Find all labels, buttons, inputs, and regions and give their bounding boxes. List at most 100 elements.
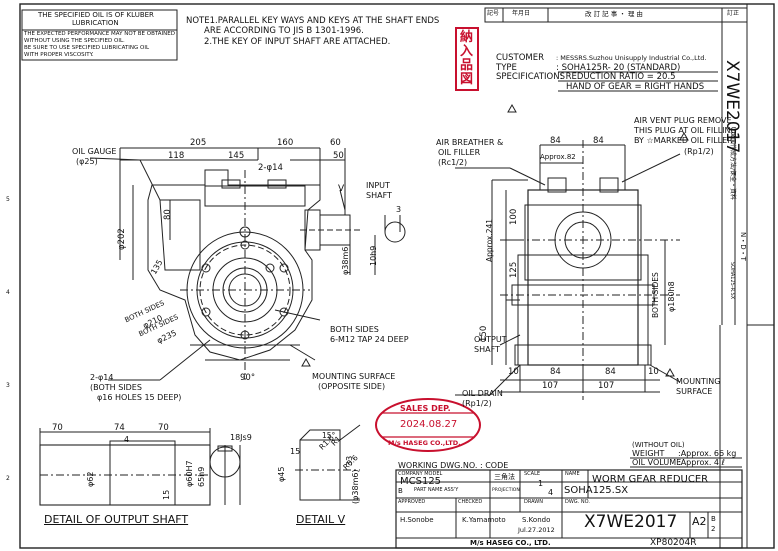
approved-header: APPROVED [398,499,426,505]
detail-dim-74: 74 [114,423,125,433]
type-label: TYPE [496,63,517,73]
vent-note-2: THIS PLUG AT OIL FILLING [634,126,737,135]
holes-note-c: φ16 HOLES 15 DEEP) [97,393,182,402]
holes-note-a: 2-φ14 [90,373,114,382]
dim-38m6: φ38m6 [341,246,350,275]
dim-107-right: 107 [598,381,615,391]
lube-line-4: WITHOUT USING THE SPECIFIED OIL. [24,38,125,44]
oil-drain-2: (Rp1/2) [462,399,492,408]
tap-note: 6-M12 TAP 24 DEEP [330,335,409,344]
model-b: B [398,487,403,495]
lube-line-1: THE SPECIFIED OIL IS OF KLUBER [38,11,154,19]
detail-dim-65h9: 65h9 [197,466,206,487]
dim-118: 118 [168,151,185,161]
dim-both-sides-side: BOTH SIDES [651,272,660,318]
sheet-b: 2 [711,525,716,533]
air-breather-2: OIL FILLER [438,148,481,157]
rev-content-header: 改 訂 記 事 ・ 理 由 [585,10,643,18]
side-note-3: SOHA125-R.SX [729,262,735,300]
oil-drain-1: OIL DRAIN [462,389,503,398]
name-header: NAME [565,471,580,477]
checked-name: K.Yamamoto [462,516,506,524]
dim-approx-241: Approx.241 [485,218,494,262]
product-code: SOHA125.SX [564,485,629,496]
dwg-number: X7WE2017 [584,512,678,532]
holes-note-b: (BOTH SIDES [90,383,142,392]
detail-v-title: DETAIL V [296,513,346,526]
model-value: MCS125 [400,476,442,487]
dim-107-left: 107 [542,381,559,391]
dim-100: 100 [509,208,519,225]
vent-note-3: BY ☆MARKED OIL FILLER [634,136,733,145]
input-shaft-label-1: INPUT [366,181,390,190]
detail-v-45: φ45 [277,466,286,482]
angle-90: 90° [240,373,256,383]
sales-stamp-bottom: M/s HASEG CO.,LTD. [388,439,461,447]
customer-label: CUSTOMER [496,53,545,63]
spec-value: : REDUCTION RATIO = 20.5 [560,72,676,82]
xp-number: XP80204R [650,538,697,548]
dim-84-bottom-left: 84 [550,367,561,377]
front-mounting-1: MOUNTING SURFACE [312,372,396,381]
oil-volume-value: :Approx. 4 ℓ [678,458,725,467]
approved-name: H.Sonobe [400,516,434,524]
hand-value: HAND OF GEAR = RIGHT HANDS [566,82,705,92]
detail-v-15: 15 [290,447,301,456]
note-2: 2.THE KEY OF INPUT SHAFT ARE ATTACHED. [204,37,391,47]
detail-v-15deg: 15° [322,431,336,440]
detail-v-38m6: (φ38m6) [351,469,360,504]
detail-dim-4: 4 [124,435,130,444]
dim-3: 3 [396,205,402,214]
company-name: M/s HASEG CO., LTD. [470,539,551,547]
dim-180h8: φ180h8 [667,281,676,312]
dim-205: 205 [190,138,207,148]
sheet-a: B [711,515,716,523]
front-mounting-2: (OPPOSITE SIDE) [318,382,386,391]
v-mark: V [338,184,345,194]
margin-mark-4: 4 [6,289,10,296]
dim-10-right: 10 [648,367,659,377]
output-shaft-1: OUTPUT [474,335,507,344]
oil-gauge-label: OIL GAUGE [72,147,117,156]
dim-125: 125 [509,261,519,278]
vent-note-4: (Rp1/2) [684,147,714,156]
lube-line-3: THE EXPECTED PERFORMANCE MAY NOT BE OBTA… [24,31,176,37]
lube-line-2: LUBRICATION [72,19,119,27]
dim-145: 145 [228,151,245,161]
dim-84-top-left: 84 [550,136,561,146]
drawn-date: Jul.27.2012 [518,526,555,534]
dim-202: φ202 [117,228,127,250]
dim-50: 50 [333,151,344,161]
oil-gauge-dia: (φ25) [76,157,98,166]
dim-10h9: 10h9 [369,245,378,266]
margin-mark-3: 3 [6,382,10,389]
stamp-char-4: 図 [460,72,474,87]
detail-dim-60h7: φ60H7 [185,460,194,487]
dim-84-bottom-right: 84 [605,367,616,377]
dim-10-left: 10 [508,367,519,377]
product-name: WORM GEAR REDUCER [592,474,709,485]
without-oil-note: (WITHOUT OIL) [632,441,685,449]
dwg-suffix: A2 [692,515,707,528]
detail-dim-15: 15 [162,489,171,500]
input-shaft-label-2: SHAFT [366,191,392,200]
dim-84-top-right: 84 [593,136,604,146]
drawn-header: DRAWN [524,499,543,505]
drawn-name: S.Kondo [522,516,551,524]
margin-mark-5: 5 [6,196,10,203]
projection-label: PROJECTION [492,488,520,493]
sales-stamp-date: 2024.08.27 [400,419,458,430]
air-breather-3: (Rc1/2) [438,158,468,167]
scale-denominator: 4 [548,488,554,497]
air-breather-1: AIR BREATHER & [436,138,504,147]
sales-stamp-top: SALES DEP. [400,404,451,413]
lube-line-6: WITH PROPER VISCOSITY. [24,52,94,58]
dim-160: 160 [277,138,294,148]
scale-header: SCALE [524,471,541,477]
detail-v-18js9: 18Js9 [230,433,252,442]
weight-value: :Approx. 66 kg [678,449,737,458]
side-note-2: N・D・T [739,232,747,261]
rev-sign-header: 訂正 [727,10,740,17]
part-name-header: PART NAME ASS'Y [414,487,459,493]
